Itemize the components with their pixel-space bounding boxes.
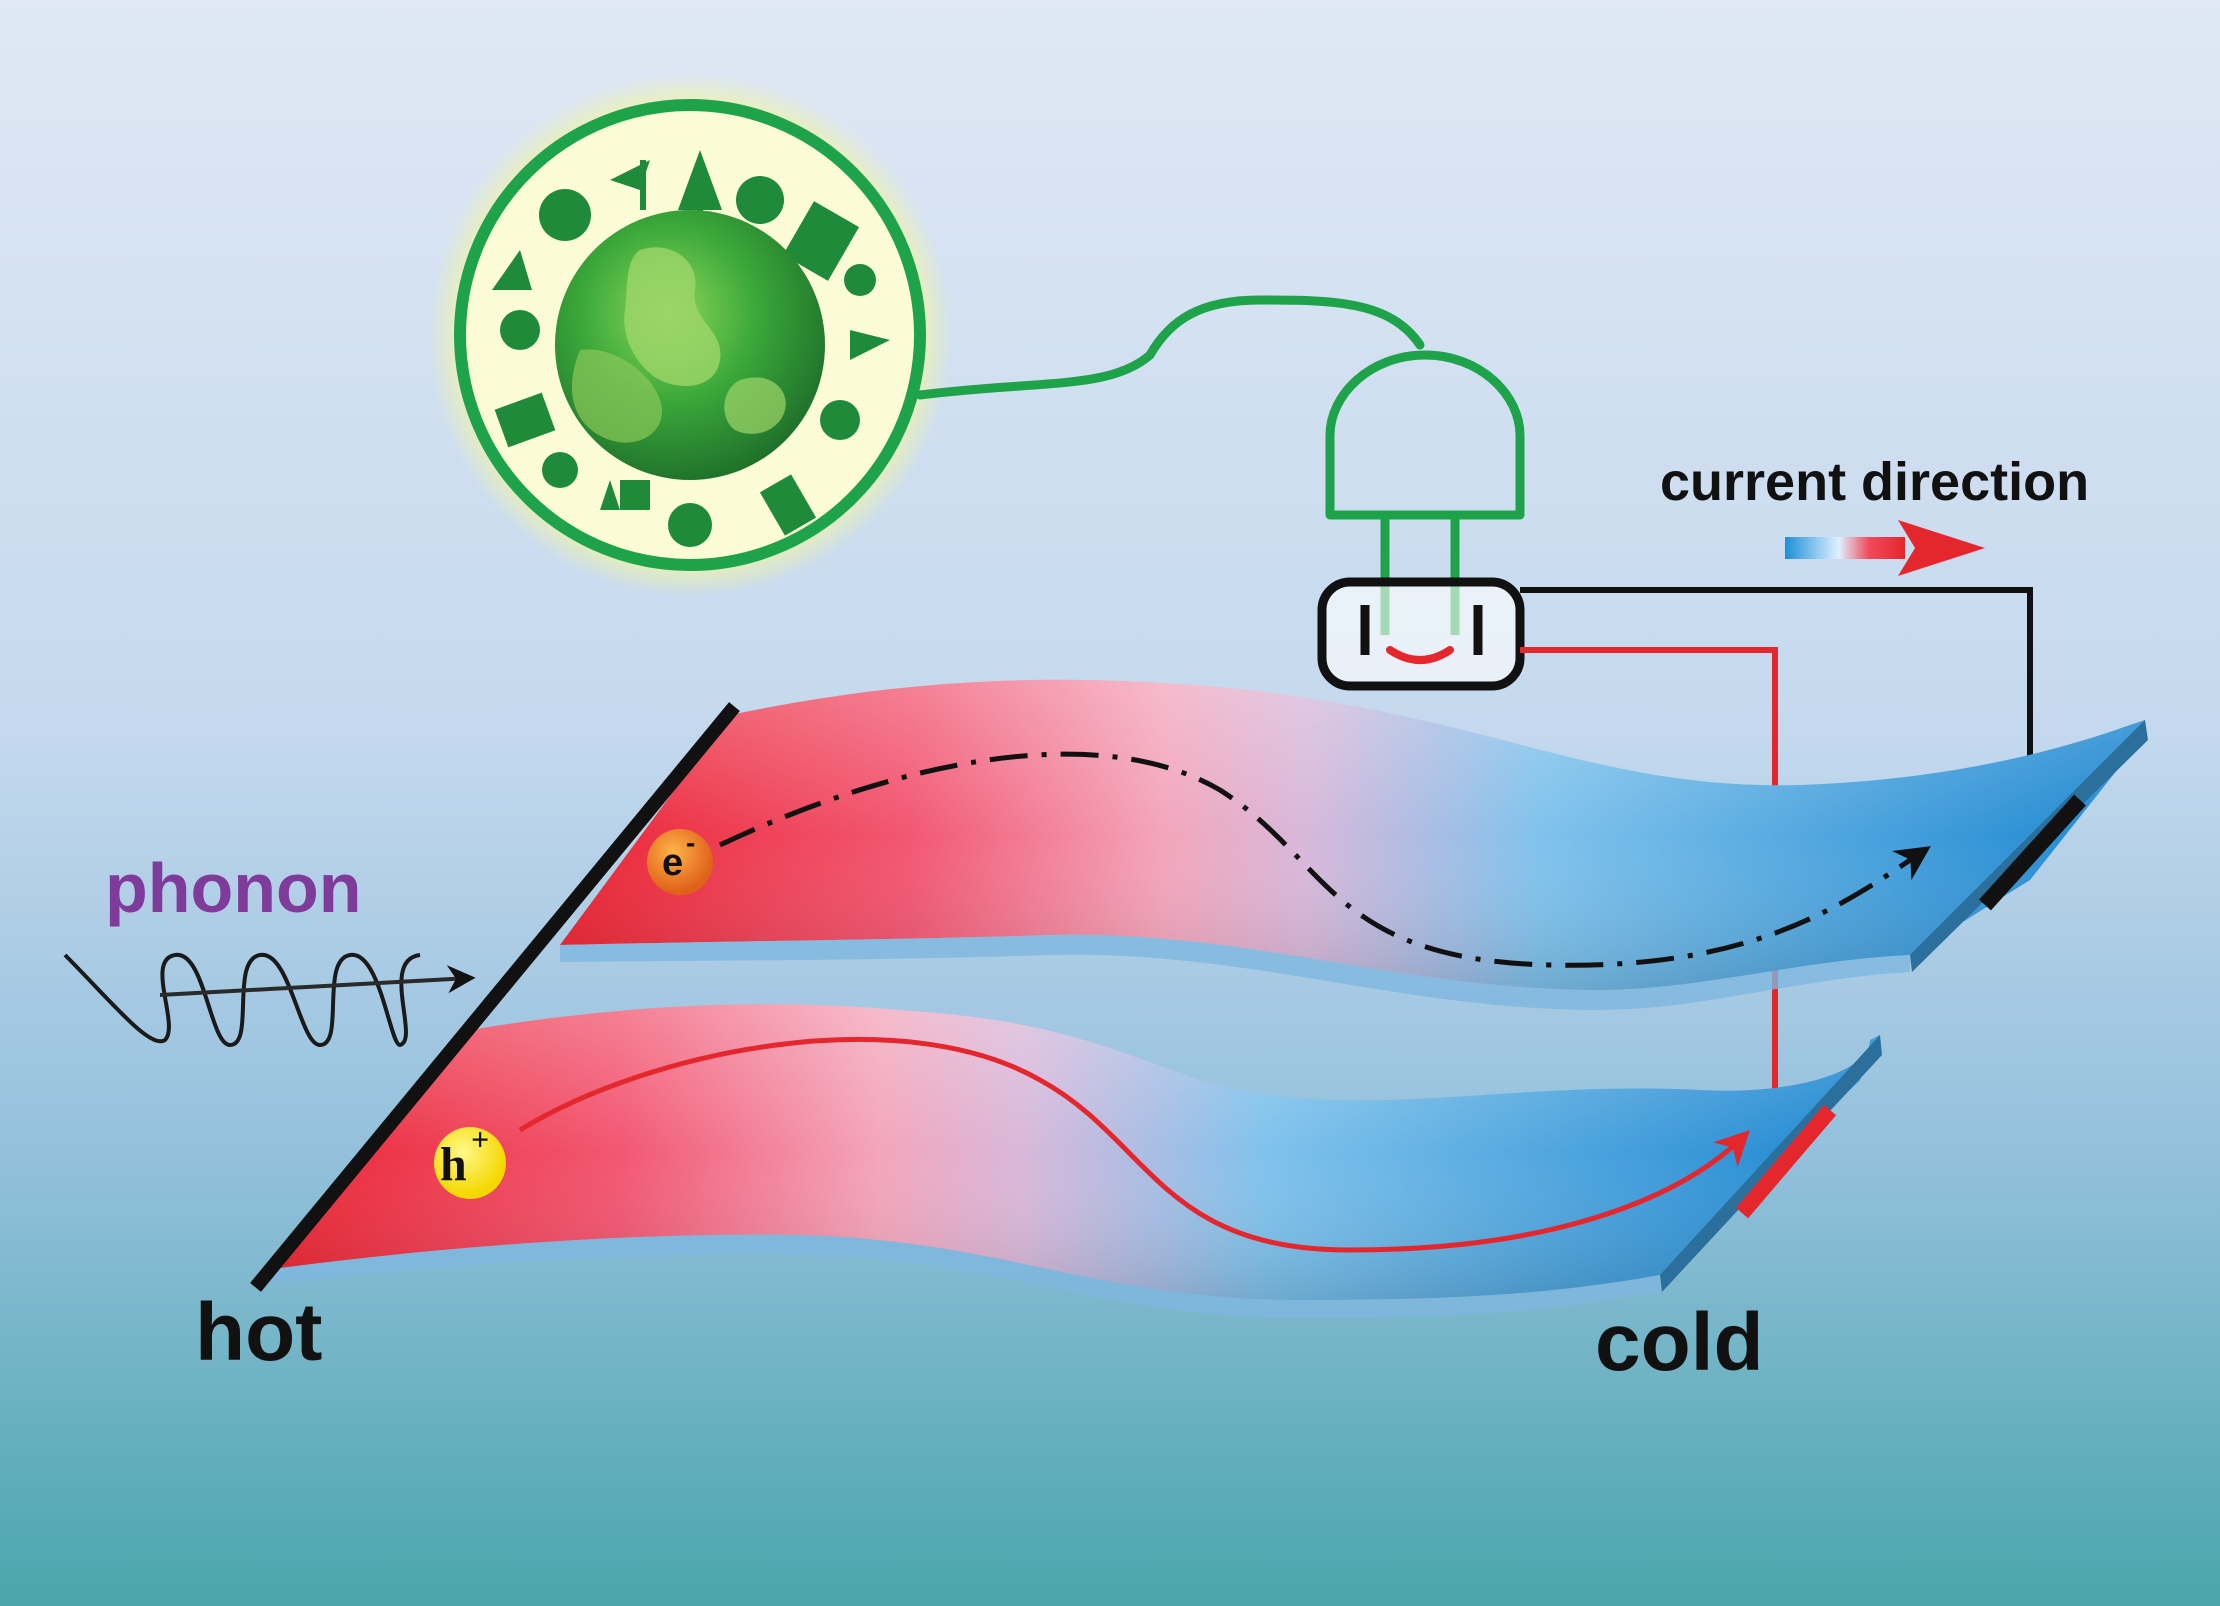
current-direction-arrow-icon — [1785, 520, 1985, 576]
electron-path — [718, 751, 1931, 968]
phonon-label: phonon — [105, 849, 362, 927]
earth-ring — [454, 99, 926, 571]
hole-particle: h + — [434, 1121, 506, 1199]
current-direction-label: current direction — [1660, 452, 2089, 512]
bottom-strip — [265, 1004, 1882, 1318]
earth-badge — [428, 73, 952, 597]
phonon-wave-icon — [63, 952, 476, 1048]
cold-electrode-bottom — [1735, 1104, 1837, 1219]
plug-cable — [915, 295, 1425, 400]
hole-charge: + — [471, 1121, 489, 1157]
smiling-socket-icon — [1317, 577, 1525, 691]
cold-label: cold — [1595, 1297, 1764, 1388]
electron-particle: e - — [647, 827, 713, 895]
hole-symbol: h — [440, 1138, 467, 1191]
hole-path — [518, 1037, 1750, 1253]
electron-symbol: e — [662, 842, 683, 884]
black-wire — [1520, 587, 2033, 825]
green-earth-icon — [492, 150, 890, 547]
cold-electrode-top — [1979, 794, 2086, 911]
hot-electrode — [250, 702, 740, 1292]
hot-label: hot — [195, 1287, 322, 1378]
electron-charge: - — [686, 827, 695, 858]
